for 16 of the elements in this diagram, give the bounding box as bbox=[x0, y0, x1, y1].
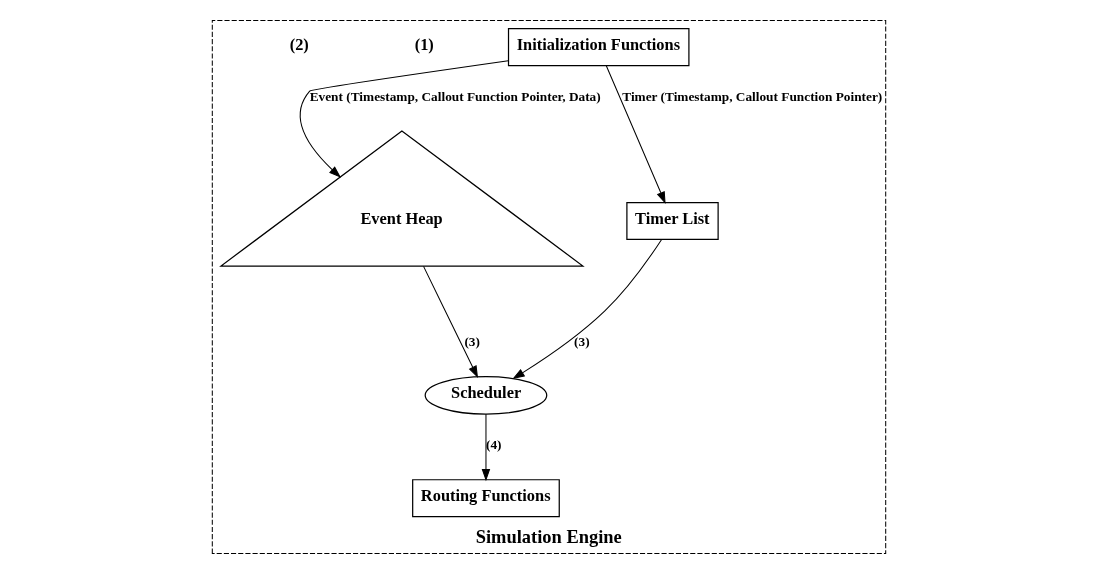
edge-label: (3) bbox=[574, 334, 590, 350]
arrow bbox=[512, 239, 662, 380]
node-box: Timer List bbox=[626, 201, 719, 241]
label: (2) bbox=[289, 34, 309, 54]
arrow bbox=[299, 60, 509, 178]
arrow bbox=[481, 413, 491, 482]
node-box: Routing Functions bbox=[412, 479, 560, 518]
edge-label: (4) bbox=[485, 437, 502, 453]
edge-label: Timer (Timestamp, Callout Function Pointer) bbox=[622, 88, 883, 104]
arrow bbox=[423, 265, 479, 379]
edge-label: (3) bbox=[464, 334, 480, 350]
label: (1) bbox=[414, 34, 434, 54]
node-ellipse: Scheduler bbox=[424, 376, 548, 415]
edge-label: Event (Timestamp, Callout Function Pointer, Data) bbox=[309, 88, 601, 104]
node-box: Initialization Functions bbox=[507, 28, 690, 67]
arrow bbox=[605, 65, 666, 204]
